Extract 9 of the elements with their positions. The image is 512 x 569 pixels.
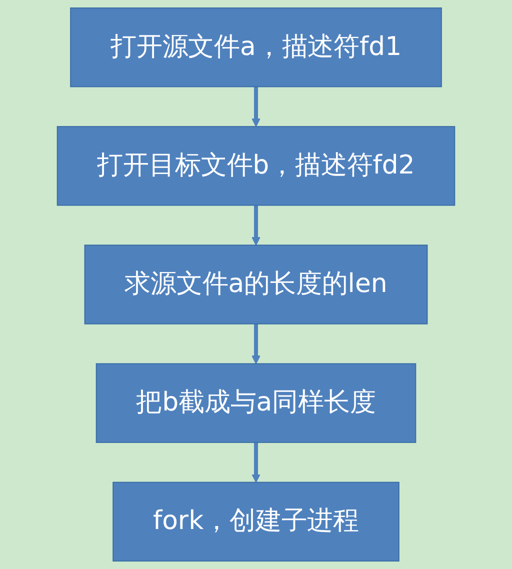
node-box: fork，创建子进程: [112, 482, 400, 562]
arrow: [252, 442, 260, 483]
arrow: [252, 86, 260, 127]
node-box: 打开目标文件b，描述符fd2: [56, 126, 456, 206]
node-box: 打开源文件a，描述符fd1: [70, 7, 442, 88]
node-box: 求源文件a的长度的len: [84, 244, 428, 324]
arrow: [252, 324, 260, 364]
node-box: 把b截成与a同样长度: [96, 363, 416, 443]
arrow: [252, 205, 260, 246]
